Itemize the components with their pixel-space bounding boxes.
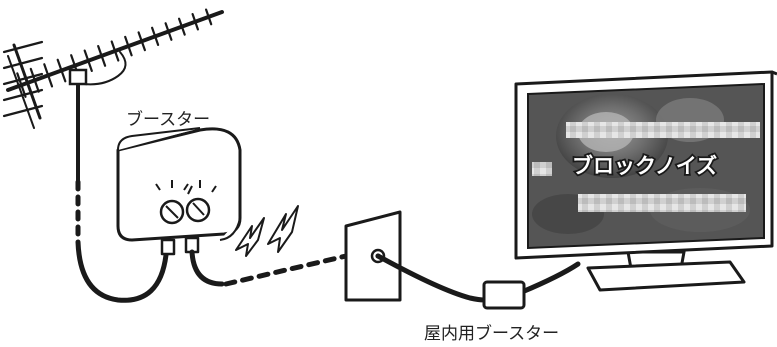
antenna-cable (75, 239, 169, 303)
antenna-reflector-rod (2, 56, 44, 70)
interference-zigzag-icon (235, 205, 299, 257)
antenna-element (56, 58, 67, 83)
antenna-reflector-rod (2, 72, 44, 86)
wall-outlet-icon (344, 210, 402, 302)
noise-band-bottom (578, 194, 746, 212)
antenna-reflector-rod (2, 40, 44, 54)
indoor-booster-label: 屋内用ブースター (424, 323, 559, 344)
indoor-booster-icon (482, 280, 526, 310)
block-noise-label: ブロックノイズ (572, 154, 717, 178)
antenna-element (164, 22, 173, 41)
antenna-element (43, 63, 54, 88)
television-icon: ブロックノイズ (514, 70, 777, 292)
antenna-reflector-rod (2, 104, 44, 118)
antenna-element (110, 40, 120, 62)
antenna-element (83, 49, 93, 73)
antenna-element (97, 44, 107, 67)
antenna-element (124, 35, 133, 57)
booster-label: ブースター (126, 109, 210, 130)
antenna-icon (2, 8, 224, 245)
booster-output-cable (189, 249, 225, 287)
antenna-element (137, 31, 146, 52)
interference-dashed-cable (223, 253, 349, 287)
noise-band-top (566, 122, 760, 138)
antenna-element (178, 17, 186, 36)
indoor-to-tv-cable (519, 261, 581, 295)
antenna-reflector-rod (2, 88, 44, 102)
antenna-element (151, 26, 160, 47)
antenna-element (205, 8, 213, 26)
antenna-element (29, 67, 40, 93)
antenna-element (191, 13, 199, 31)
booster-box-icon (116, 127, 242, 256)
antenna-element (16, 72, 27, 98)
